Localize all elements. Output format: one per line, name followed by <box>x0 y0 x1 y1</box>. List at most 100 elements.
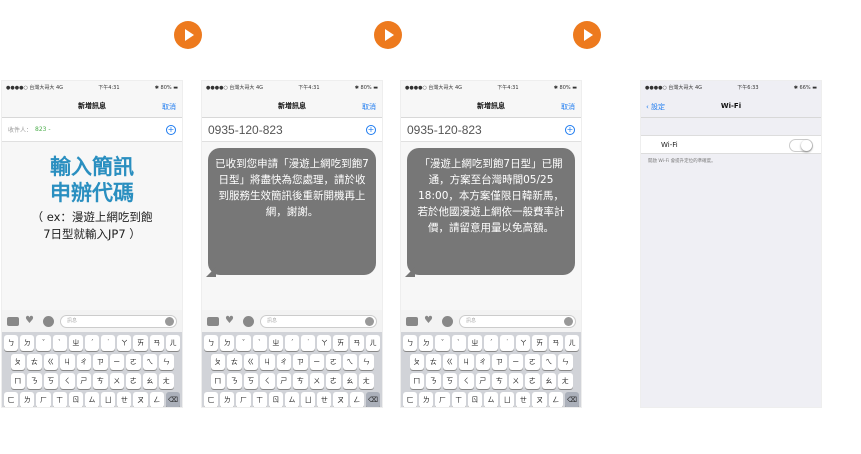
key[interactable]: ㄤ <box>159 373 174 389</box>
key[interactable]: ㄑ <box>260 373 275 389</box>
key[interactable]: ㄘ <box>93 373 108 389</box>
key[interactable]: ㄠ <box>142 373 157 389</box>
key[interactable]: ㄗ <box>93 354 108 370</box>
key[interactable]: ˋ <box>451 335 466 351</box>
key[interactable]: ㄎ <box>442 373 457 389</box>
key[interactable]: ㄜ <box>126 373 141 389</box>
key[interactable]: ㄚ <box>117 335 132 351</box>
app-store-icon[interactable] <box>43 315 54 327</box>
key[interactable]: ㄡ <box>133 392 148 407</box>
key[interactable]: ㄉ <box>419 335 434 351</box>
key[interactable]: ㄉ <box>220 335 235 351</box>
key[interactable]: ㄑ <box>60 373 75 389</box>
camera-icon[interactable] <box>207 316 219 326</box>
key[interactable]: ㄐ <box>459 354 474 370</box>
key[interactable]: ㄠ <box>342 373 357 389</box>
key[interactable]: ㄒ <box>252 392 267 407</box>
key[interactable]: ㄕ <box>475 373 490 389</box>
key[interactable]: ㄆ <box>210 354 225 370</box>
app-store-icon[interactable] <box>442 315 453 327</box>
send-icon[interactable] <box>365 316 374 326</box>
key[interactable]: ㄨ <box>508 373 523 389</box>
heart-icon[interactable]: ♥ <box>225 315 234 326</box>
key[interactable]: ㄢ <box>548 335 563 351</box>
back-button[interactable]: ‹ 設定 <box>646 103 666 111</box>
key[interactable]: ˇ <box>236 335 251 351</box>
message-input[interactable]: 訊息 <box>260 314 377 328</box>
cancel-button[interactable]: 取消 <box>162 103 176 111</box>
key[interactable]: ㄥ <box>149 392 164 407</box>
key[interactable]: ㄦ <box>165 335 181 351</box>
message-input[interactable]: 訊息 <box>60 314 177 328</box>
key[interactable]: ㄠ <box>541 373 556 389</box>
key[interactable]: ㄌ <box>220 392 235 407</box>
key[interactable]: ˙ <box>101 335 116 351</box>
key[interactable]: ㄢ <box>149 335 164 351</box>
key[interactable]: ㄏ <box>36 392 51 407</box>
key[interactable]: ㄅ <box>203 335 219 351</box>
key[interactable]: ㄆ <box>409 354 424 370</box>
camera-icon[interactable] <box>406 316 418 326</box>
heart-icon[interactable]: ♥ <box>424 315 433 326</box>
key[interactable]: ㄏ <box>435 392 450 407</box>
delete-key-icon[interactable]: ⌫ <box>564 392 580 407</box>
key[interactable]: ㄟ <box>142 354 157 370</box>
camera-icon[interactable] <box>7 316 19 326</box>
key[interactable]: ㄦ <box>365 335 381 351</box>
key[interactable]: ㄇ <box>409 373 424 389</box>
key[interactable]: ㄩ <box>500 392 515 407</box>
key[interactable]: ㄟ <box>541 354 556 370</box>
key[interactable]: ㄙ <box>483 392 499 407</box>
key[interactable]: ㄐ <box>260 354 275 370</box>
key[interactable]: ㄓ <box>268 335 283 351</box>
key[interactable]: ㄋ <box>27 373 42 389</box>
key[interactable]: ㄣ <box>359 354 374 370</box>
key[interactable]: ㄆ <box>10 354 25 370</box>
key[interactable]: ㄨ <box>309 373 324 389</box>
key[interactable]: ㄜ <box>326 373 341 389</box>
key[interactable]: ˊ <box>284 335 300 351</box>
key[interactable]: ㄋ <box>426 373 441 389</box>
message-input[interactable]: 訊息 <box>459 314 576 328</box>
key[interactable]: ㄒ <box>451 392 466 407</box>
key[interactable]: ㄔ <box>76 354 91 370</box>
key[interactable]: ㄝ <box>516 392 531 407</box>
key[interactable]: ㄛ <box>525 354 540 370</box>
key[interactable]: ㄔ <box>475 354 490 370</box>
key[interactable]: ㄘ <box>492 373 507 389</box>
key[interactable]: ㄝ <box>117 392 132 407</box>
recipient-field[interactable]: 0935-120-823+ <box>202 118 382 142</box>
key[interactable]: ㄙ <box>284 392 300 407</box>
key[interactable]: ㄖ <box>68 392 83 407</box>
cancel-button[interactable]: 取消 <box>561 103 575 111</box>
key[interactable]: ㄍ <box>442 354 457 370</box>
key[interactable]: ㄖ <box>268 392 283 407</box>
key[interactable]: ㄨ <box>109 373 124 389</box>
key[interactable]: ㄚ <box>317 335 332 351</box>
key[interactable]: ㄌ <box>419 392 434 407</box>
key[interactable]: ˇ <box>36 335 51 351</box>
key[interactable]: ˊ <box>84 335 100 351</box>
wifi-toggle[interactable] <box>789 139 813 152</box>
key[interactable]: ㄌ <box>20 392 35 407</box>
key[interactable]: ㄞ <box>532 335 547 351</box>
key[interactable]: ㄘ <box>293 373 308 389</box>
key[interactable]: ㄒ <box>52 392 67 407</box>
key[interactable]: ㄧ <box>508 354 523 370</box>
key[interactable]: ㄎ <box>43 373 58 389</box>
key[interactable]: ˙ <box>301 335 316 351</box>
key[interactable]: ㄑ <box>459 373 474 389</box>
key[interactable]: ㄅ <box>3 335 19 351</box>
key[interactable]: ㄅ <box>402 335 418 351</box>
key[interactable]: ㄩ <box>301 392 316 407</box>
key[interactable]: ㄍ <box>243 354 258 370</box>
key[interactable]: ㄕ <box>76 373 91 389</box>
key[interactable]: ㄗ <box>293 354 308 370</box>
app-store-icon[interactable] <box>243 315 254 327</box>
recipient-field[interactable]: 0935-120-823+ <box>401 118 581 142</box>
key[interactable]: ㄎ <box>243 373 258 389</box>
key[interactable]: ㄦ <box>564 335 580 351</box>
key[interactable]: ㄞ <box>133 335 148 351</box>
key[interactable]: ㄢ <box>349 335 364 351</box>
recipient-field[interactable]: 收件人：823 -+ <box>2 118 182 142</box>
